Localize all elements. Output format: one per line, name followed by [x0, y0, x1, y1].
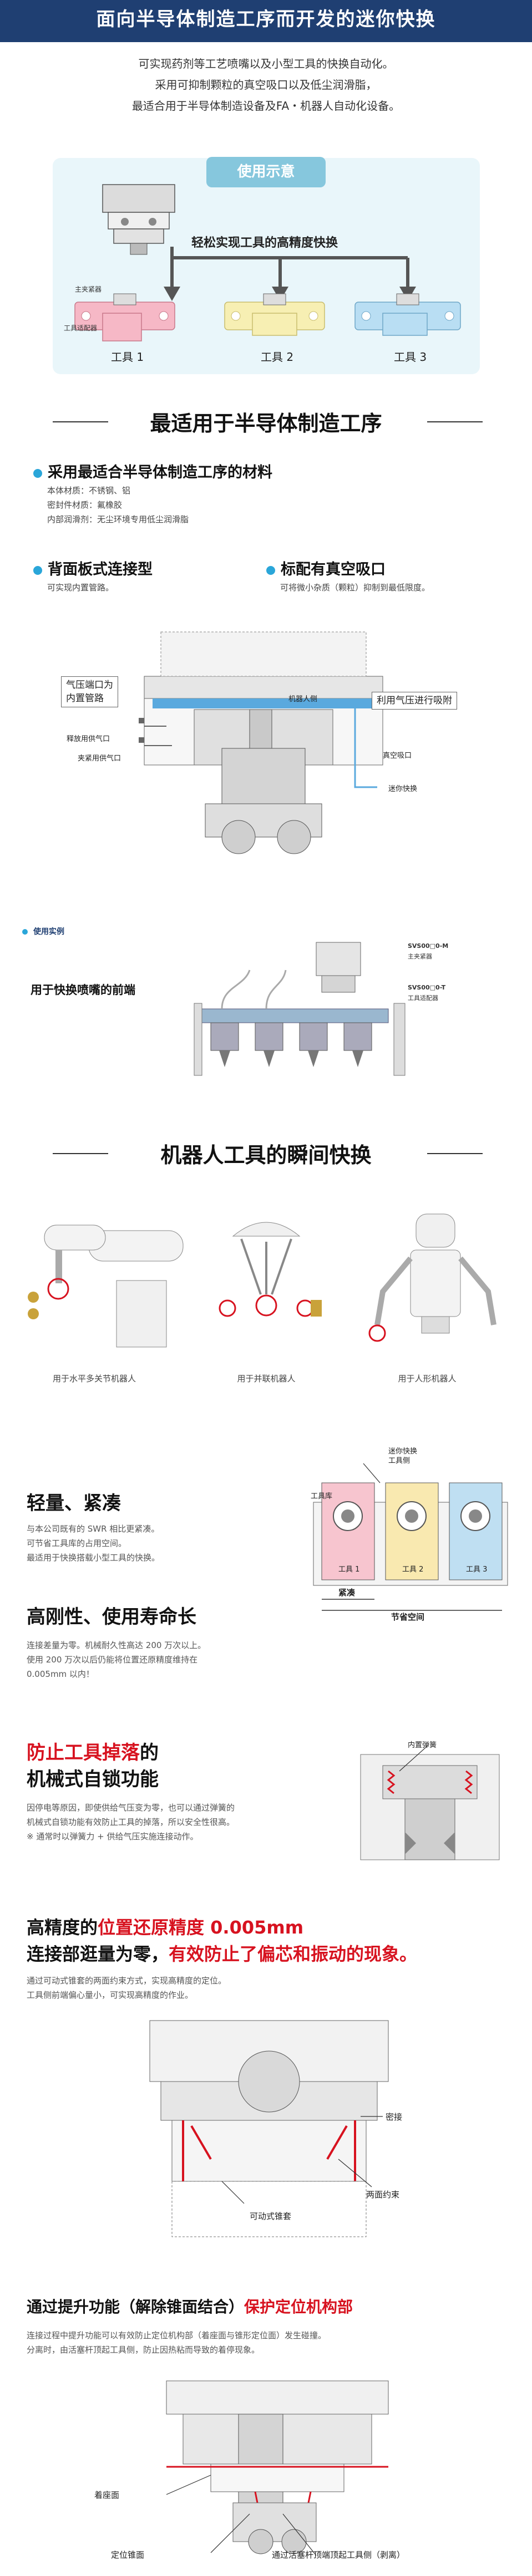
tool-rack-illustration — [313, 1463, 508, 1611]
rigid-heading: 高刚性、使用寿命长 — [27, 1606, 196, 1628]
materials-heading: 采用最适合半导体制造工序的材料 — [33, 460, 272, 482]
tight-label: 密接 — [386, 2112, 403, 2122]
section-divider — [53, 421, 108, 422]
cross-section-diagram — [139, 631, 383, 854]
section-divider — [427, 1153, 483, 1154]
intro-line: 可实现药剂等工艺喷嘴以及小型工具的快换自动化。 — [138, 57, 394, 70]
arrow-caption: 轻松实现工具的高精度快换 — [191, 236, 338, 250]
robot-caption-scara: 用于水平多关节机器人 — [52, 1374, 136, 1384]
parallel-robot-icon — [219, 1222, 322, 1317]
intro-line: 采用可抑制颗粒的真空吸口以及低尘润滑脂， — [155, 78, 377, 91]
cone-sleeve-label: 可动式锥套 — [250, 2211, 292, 2221]
space-saving-label: 节省空间 — [391, 1612, 425, 1622]
page-title: 面向半导体制造工序而开发的迷你快换 — [0, 0, 532, 42]
vacuum-heading: 标配有真空吸口 — [266, 557, 386, 579]
compact-dim-label: 紧凑 — [338, 1588, 356, 1598]
tool-2-label: 工具 2 — [261, 350, 294, 364]
vacuum-port-label: 真空吸口 — [383, 752, 412, 760]
clamp-air-label: 夹紧用供气口 — [78, 754, 121, 763]
usage-demo-tab: 使用示意 — [206, 157, 326, 187]
rack-label-mini: 迷你快换 工具侧 — [388, 1447, 418, 1465]
bullet-dot-icon — [266, 565, 275, 575]
model-master: SVS00□0-M — [408, 942, 449, 950]
tool-3-label: 工具 3 — [394, 350, 427, 364]
robot-illustrations — [28, 1213, 496, 1348]
tool-1-icon — [74, 293, 175, 341]
precision-heading-line1: 高精度的位置还原精度 0.005mm — [27, 1917, 304, 1938]
cone-face-label: 定位锥面 — [111, 2550, 145, 2560]
vacuum-desc: 可将微小杂质（颗粒）抑制到最低限度。 — [280, 583, 430, 593]
robot-caption-humanoid: 用于人形机器人 — [398, 1374, 457, 1384]
section-title-semiconductor: 最适用于半导体制造工序 — [150, 411, 382, 436]
example-badge: 使用实例 — [22, 926, 64, 937]
antidrop-heading: 防止工具掉落的 — [27, 1742, 159, 1764]
tool-1-label: 工具 1 — [111, 350, 144, 364]
rigid-desc: 连接差量为零。机械耐久性高达 200 万次以上。 使用 200 万次以后仍能将位… — [27, 1640, 206, 1679]
seat-face-label: 着座面 — [94, 2490, 120, 2500]
precision-desc: 通过可动式锥套的两面约束方式，实现高精度的定位。 工具侧前端偏心量小，可实现高精… — [27, 1976, 227, 2000]
back-plate-desc: 可实现内置管路。 — [47, 583, 114, 593]
callout-air-suction: 利用气压进行吸附 — [372, 692, 457, 710]
robot-side-label: 机器人侧 — [288, 695, 318, 703]
robot-caption-parallel: 用于并联机器人 — [237, 1374, 296, 1384]
section-title-robot: 机器人工具的瞬间快换 — [160, 1143, 372, 1167]
tool-2-icon — [224, 293, 325, 336]
switch-arrow — [170, 247, 409, 288]
bullet-dot-icon — [33, 565, 42, 575]
section-divider — [53, 1153, 108, 1154]
usage-demo-illustration — [74, 184, 461, 341]
spring-label: 内置弹簧 — [408, 1741, 437, 1749]
scara-robot-icon — [28, 1225, 184, 1348]
rack-tool-1: 工具 1 — [338, 1565, 360, 1574]
mini-changer-label: 迷你快换 — [388, 785, 418, 793]
nozzle-example-illustration — [194, 942, 406, 1076]
model-tool: SVS00□0-T — [408, 984, 446, 991]
humanoid-robot-icon — [368, 1213, 496, 1342]
two-face-label: 两面约束 — [366, 2190, 400, 2200]
rack-label: 工具库 — [311, 1492, 333, 1501]
intro-text: 可实现药剂等工艺喷嘴以及小型工具的快换自动化。 采用可抑制颗粒的真空吸口以及低尘… — [0, 53, 532, 116]
cone-precision-diagram — [149, 2020, 389, 2237]
rack-tool-2: 工具 2 — [402, 1565, 424, 1574]
lift-desc: 连接过程中提升功能可以有效防止定位机构部（着座面与锥形定位面）发生碰撞。 分离时… — [27, 2330, 327, 2355]
release-air-label: 释放用供气口 — [67, 735, 110, 743]
spring-lock-diagram — [360, 1746, 500, 1860]
rack-tool-3: 工具 3 — [466, 1565, 488, 1574]
model-master-sub: 主夹紧器 — [408, 953, 432, 960]
lift-function-diagram — [166, 2380, 389, 2556]
light-compact-desc: 与本公司既有的 SWR 相比更紧凑。 可节省工具库的占用空间。 最适用于快换搭载… — [27, 1524, 160, 1563]
callout-internal-piping: 气压端口为 内置管路 — [61, 676, 118, 707]
lift-heading: 通过提升功能（解除锥面结合）保护定位机构部 — [27, 2298, 353, 2316]
materials-list: 本体材质：不锈钢、铝 密封件材质：氟橡胶 内部润滑剂：无尘环境专用低尘润滑脂 — [47, 486, 189, 524]
master-clamper-icon — [102, 184, 175, 255]
bullet-dot-icon — [33, 468, 42, 478]
piston-lift-label: 通过活塞杆顶端顶起工具侧（剥离） — [272, 2550, 406, 2560]
tool-adapter-label: 工具适配器 — [64, 324, 98, 332]
model-tool-sub: 工具适配器 — [408, 994, 438, 1002]
tool-3-icon — [354, 293, 461, 336]
example-caption: 用于快换喷嘴的前端 — [31, 983, 135, 997]
antidrop-heading-line2: 机械式自锁功能 — [27, 1768, 159, 1791]
section-divider — [427, 421, 483, 422]
intro-line: 最适合用于半导体制造设备及FA・机器人自动化设备。 — [131, 99, 401, 113]
master-clamper-label: 主夹紧器 — [75, 285, 102, 293]
precision-heading-line2: 连接部逛量为零，有效防止了偏芯和振动的现象。 — [27, 1944, 418, 1965]
light-compact-heading: 轻量、紧凑 — [27, 1492, 121, 1514]
bullet-dot-icon — [22, 929, 28, 935]
antidrop-desc: 因停电等原因，即使供给气压变为零，也可以通过弹簧的 机械式自锁功能有效防止工具的… — [27, 1803, 235, 1842]
back-plate-heading: 背面板式连接型 — [33, 557, 153, 579]
